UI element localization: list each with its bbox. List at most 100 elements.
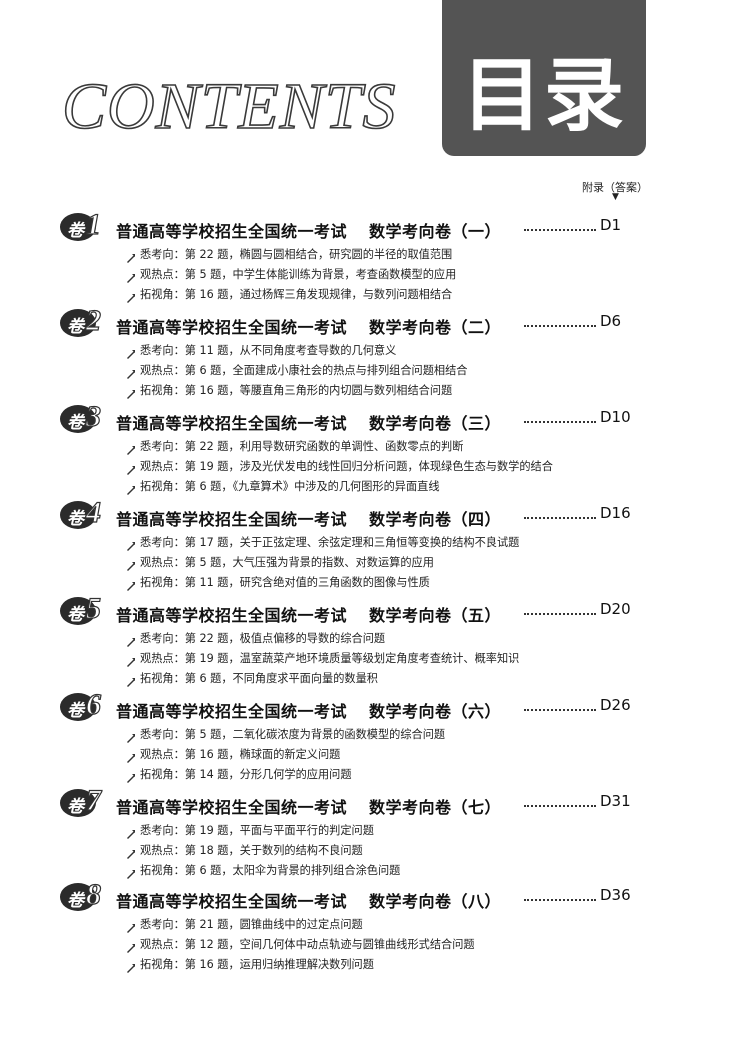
item-label: 拓视角： — [140, 672, 185, 685]
item-text: 第 6 题，不同角度求平面向量的数量积 — [184, 672, 378, 685]
section-title-sub: 数学考向卷（一） — [369, 222, 502, 241]
page-number: D31 — [600, 792, 631, 810]
item-text: 第 6 题，全面建成小康社会的热点与排列组合问题相结合 — [184, 364, 468, 377]
item-label: 悉考向： — [140, 248, 185, 261]
item-label: 观热点： — [140, 652, 185, 665]
pen-icon — [126, 674, 136, 687]
volume-badge-number: 5 — [85, 591, 101, 625]
pen-icon — [126, 538, 136, 551]
item-text: 第 16 题，椭球面的新定义问题 — [184, 748, 341, 761]
volume-badge-char: 卷 — [67, 413, 84, 433]
volume-badge-char: 卷 — [67, 605, 84, 625]
item-text: 第 12 题，空间几何体中动点轨迹与圆锥曲线形式结合问题 — [184, 938, 475, 951]
section-item: 悉考向：第 22 题，极值点偏移的导数的综合问题 — [126, 629, 519, 649]
item-label: 悉考向： — [140, 632, 185, 645]
item-text: 第 14 题，分形几何学的应用问题 — [184, 768, 352, 781]
item-text: 第 22 题，极值点偏移的导数的综合问题 — [184, 632, 386, 645]
section-title-sub: 数学考向卷（三） — [369, 414, 502, 433]
item-label: 悉考向： — [140, 344, 185, 357]
pen-icon — [126, 770, 136, 783]
section-item: 拓视角：第 16 题，运用归纳推理解决数列问题 — [126, 955, 475, 975]
section-title-sub: 数学考向卷（六） — [369, 702, 502, 721]
volume-badge-number: 2 — [85, 303, 101, 337]
section-item: 观热点：第 6 题，全面建成小康社会的热点与排列组合问题相结合 — [126, 361, 468, 381]
section-item: 拓视角：第 16 题，等腰直角三角形的内切圆与数列相结合问题 — [126, 381, 468, 401]
section-item: 悉考向：第 17 题，关于正弦定理、余弦定理和三角恒等变换的结构不良试题 — [126, 533, 519, 553]
item-label: 悉考向： — [140, 918, 185, 931]
section-title: 普通高等学校招生全国统一考试 数学考向卷（八） — [116, 888, 501, 912]
section-title-main: 普通高等学校招生全国统一考试 — [116, 798, 348, 817]
item-text: 第 18 题，关于数列的结构不良问题 — [184, 844, 363, 857]
section-items: 悉考向：第 17 题，关于正弦定理、余弦定理和三角恒等变换的结构不良试题观热点：… — [126, 533, 519, 593]
section-title: 普通高等学校招生全国统一考试 数学考向卷（三） — [116, 410, 501, 434]
page-number: D26 — [600, 696, 631, 714]
section-title-main: 普通高等学校招生全国统一考试 — [116, 318, 348, 337]
item-text: 第 5 题，大气压强为背景的指数、对数运算的应用 — [184, 556, 434, 569]
dot-leader — [524, 805, 596, 807]
section-items: 悉考向：第 5 题，二氧化碳浓度为背景的函数模型的综合问题观热点：第 16 题，… — [126, 725, 445, 785]
item-text: 第 6 题，《九章算术》中涉及的几何图形的异面直线 — [184, 480, 440, 493]
section-item: 拓视角：第 6 题，《九章算术》中涉及的几何图形的异面直线 — [126, 477, 553, 497]
item-label: 拓视角： — [140, 384, 185, 397]
item-text: 第 22 题，椭圆与圆相结合，研究圆的半径的取值范围 — [184, 248, 453, 261]
dot-leader — [524, 613, 596, 615]
section-title-sub: 数学考向卷（五） — [369, 606, 502, 625]
section-title: 普通高等学校招生全国统一考试数学考向卷（六） — [116, 698, 501, 722]
pen-icon — [126, 270, 136, 283]
pen-icon — [126, 730, 136, 743]
triangle-down-icon: ▼ — [612, 192, 619, 202]
section-title-sub: 数学考向卷（七） — [369, 798, 502, 817]
title-box: 目录 — [442, 0, 646, 156]
item-label: 观热点： — [140, 748, 185, 761]
item-label: 拓视角： — [140, 768, 185, 781]
item-label: 观热点： — [140, 268, 185, 281]
pen-icon — [126, 346, 136, 359]
pen-icon — [126, 558, 136, 571]
item-label: 悉考向： — [140, 728, 185, 741]
item-text: 第 5 题，二氧化碳浓度为背景的函数模型的综合问题 — [184, 728, 446, 741]
section-title-sub: 数学考向卷（八） — [369, 892, 502, 911]
section-title-main: 普通高等学校招生全国统一考试 — [116, 892, 348, 911]
dot-leader — [524, 709, 596, 711]
section-item: 观热点：第 19 题，温室蔬菜产地环境质量等级划定角度考查统计、概率知识 — [126, 649, 519, 669]
volume-badge-number: 7 — [85, 783, 101, 817]
page-number: D6 — [600, 312, 622, 330]
section-items: 悉考向：第 22 题，椭圆与圆相结合，研究圆的半径的取值范围观热点：第 5 题，… — [126, 245, 456, 305]
pen-icon — [126, 250, 136, 263]
item-text: 第 22 题，利用导数研究函数的单调性、函数零点的判断 — [184, 440, 464, 453]
item-label: 悉考向： — [140, 824, 185, 837]
section-item: 悉考向：第 22 题，利用导数研究函数的单调性、函数零点的判断 — [126, 437, 553, 457]
page-title: 目录 — [462, 49, 626, 142]
item-label: 拓视角： — [140, 288, 185, 301]
section-title-main: 普通高等学校招生全国统一考试 — [116, 414, 348, 433]
section-title-main: 普通高等学校招生全国统一考试 — [116, 222, 348, 241]
section-title-main: 普通高等学校招生全国统一考试 — [116, 510, 348, 529]
section-item: 悉考向：第 19 题，平面与平面平行的判定问题 — [126, 821, 400, 841]
section-item: 观热点：第 16 题，椭球面的新定义问题 — [126, 745, 445, 765]
section-title: 普通高等学校招生全国统一考试数学考向卷（四） — [116, 506, 501, 530]
item-text: 第 19 题，平面与平面平行的判定问题 — [184, 824, 374, 837]
section-item: 拓视角：第 16 题，通过杨辉三角发现规律，与数列问题相结合 — [126, 285, 456, 305]
section-item: 拓视角：第 14 题，分形几何学的应用问题 — [126, 765, 445, 785]
pen-icon — [126, 366, 136, 379]
section-item: 观热点：第 5 题，中学生体能训练为背景，考查函数模型的应用 — [126, 265, 456, 285]
section-items: 悉考向：第 22 题，利用导数研究函数的单调性、函数零点的判断观热点：第 19 … — [126, 437, 553, 497]
section-title: 普通高等学校招生全国统一考试 数学考向卷（七） — [116, 794, 501, 818]
section-items: 悉考向：第 11 题，从不同角度考查导数的几何意义观热点：第 6 题，全面建成小… — [126, 341, 468, 401]
dot-leader — [524, 421, 596, 423]
volume-badge-number: 6 — [85, 687, 101, 721]
page-number: D1 — [600, 216, 622, 234]
item-text: 第 16 题，运用归纳推理解决数列问题 — [184, 958, 374, 971]
volume-badge-char: 卷 — [67, 221, 84, 241]
section-item: 观热点：第 12 题，空间几何体中动点轨迹与圆锥曲线形式结合问题 — [126, 935, 475, 955]
section-item: 观热点：第 18 题，关于数列的结构不良问题 — [126, 841, 400, 861]
item-label: 拓视角： — [140, 958, 185, 971]
